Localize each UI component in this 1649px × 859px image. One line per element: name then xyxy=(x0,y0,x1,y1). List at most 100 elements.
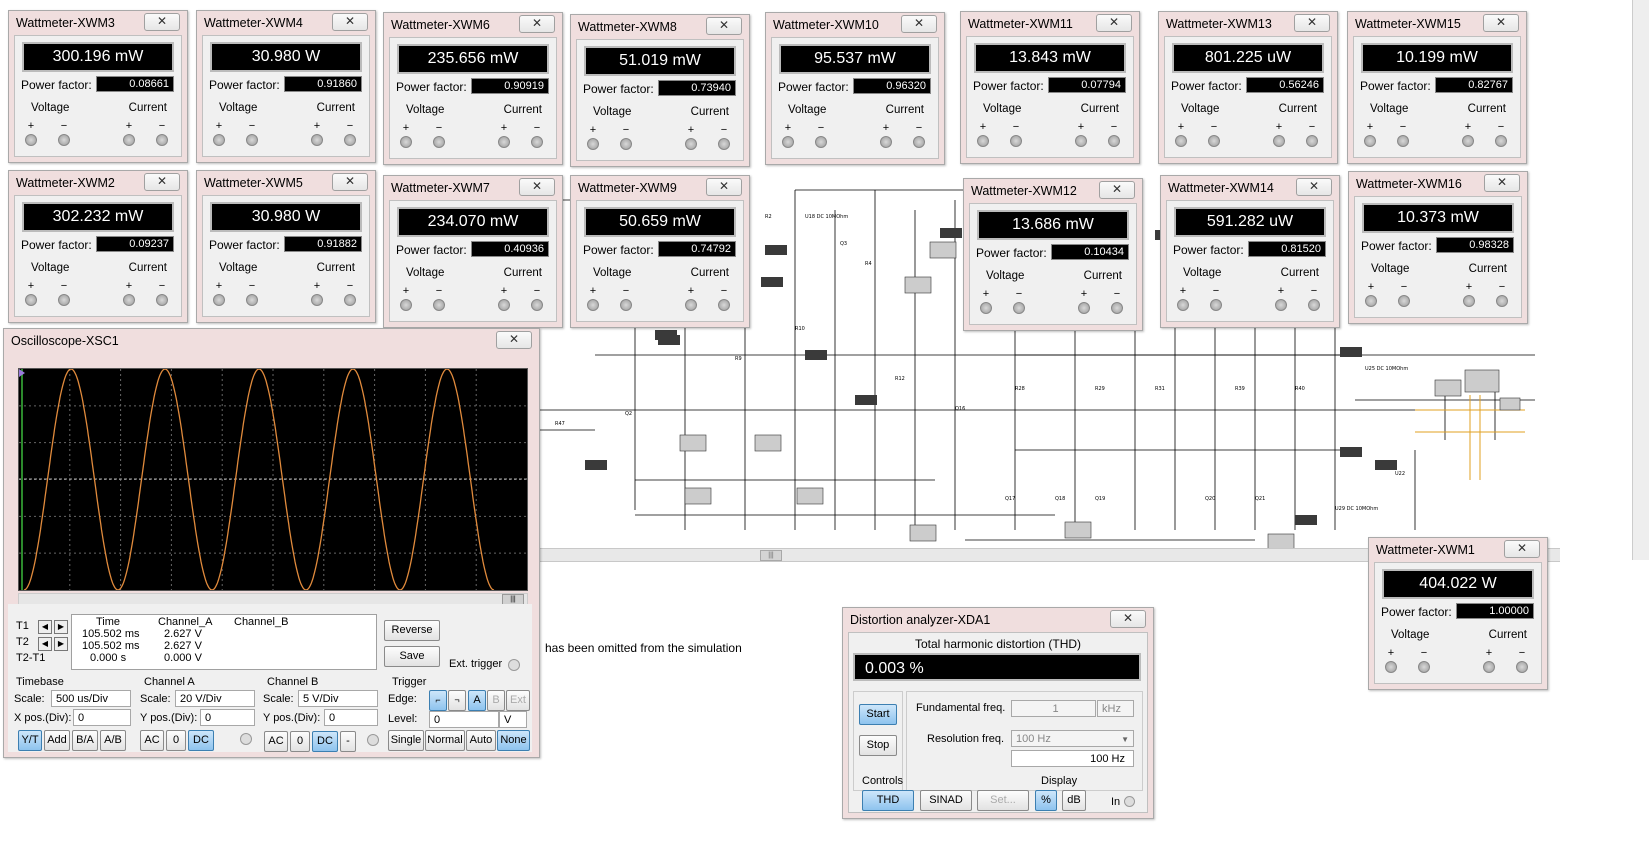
channel-a-zero-button[interactable]: 0 xyxy=(166,730,186,751)
voltage-plus-terminal-icon[interactable] xyxy=(25,134,37,146)
current-minus-terminal-icon[interactable] xyxy=(156,134,168,146)
current-minus-terminal-icon[interactable] xyxy=(1306,135,1318,147)
voltage-plus-terminal-icon[interactable] xyxy=(1177,299,1189,311)
close-button[interactable]: ✕ xyxy=(144,173,180,191)
current-minus-terminal-icon[interactable] xyxy=(531,299,543,311)
current-plus-terminal-icon[interactable] xyxy=(123,134,135,146)
voltage-minus-terminal-icon[interactable] xyxy=(1210,299,1222,311)
thd-button[interactable]: THD xyxy=(862,790,914,811)
voltage-plus-terminal-icon[interactable] xyxy=(782,136,794,148)
yt-button[interactable]: Y/T xyxy=(18,730,42,751)
current-minus-terminal-icon[interactable] xyxy=(1111,302,1123,314)
close-button[interactable]: ✕ xyxy=(332,173,368,191)
close-button[interactable]: ✕ xyxy=(332,13,368,31)
channel-a-dc-button[interactable]: DC xyxy=(188,730,214,751)
current-plus-terminal-icon[interactable] xyxy=(1462,135,1474,147)
voltage-minus-terminal-icon[interactable] xyxy=(815,136,827,148)
current-plus-terminal-icon[interactable] xyxy=(1275,299,1287,311)
close-button[interactable]: ✕ xyxy=(1294,14,1330,32)
channel-a-ypos-field[interactable]: 0 xyxy=(200,709,255,726)
voltage-plus-terminal-icon[interactable] xyxy=(400,136,412,148)
reverse-button[interactable]: Reverse xyxy=(384,620,440,641)
current-minus-terminal-icon[interactable] xyxy=(344,134,356,146)
current-plus-terminal-icon[interactable] xyxy=(880,136,892,148)
close-button[interactable]: ✕ xyxy=(1484,174,1520,192)
current-minus-terminal-icon[interactable] xyxy=(1496,295,1508,307)
current-minus-terminal-icon[interactable] xyxy=(913,136,925,148)
current-plus-terminal-icon[interactable] xyxy=(498,136,510,148)
close-button[interactable]: ✕ xyxy=(496,331,532,349)
current-minus-terminal-icon[interactable] xyxy=(718,299,730,311)
trigger-single-button[interactable]: Single xyxy=(388,730,424,751)
voltage-minus-terminal-icon[interactable] xyxy=(620,138,632,150)
current-plus-terminal-icon[interactable] xyxy=(1483,661,1495,673)
t2-right-arrow-icon[interactable]: ▶ xyxy=(54,637,68,651)
voltage-minus-terminal-icon[interactable] xyxy=(58,134,70,146)
voltage-minus-terminal-icon[interactable] xyxy=(1398,295,1410,307)
current-minus-terminal-icon[interactable] xyxy=(156,294,168,306)
channel-a-ac-button[interactable]: AC xyxy=(140,730,164,751)
close-button[interactable]: ✕ xyxy=(144,13,180,31)
current-minus-terminal-icon[interactable] xyxy=(1516,661,1528,673)
voltage-plus-terminal-icon[interactable] xyxy=(1364,135,1376,147)
channel-a-terminal-icon[interactable] xyxy=(240,733,252,745)
falling-edge-icon[interactable]: ¬ xyxy=(448,690,466,711)
trigger-level-field[interactable]: 0 xyxy=(429,711,499,728)
input-terminal-icon[interactable] xyxy=(1124,796,1135,807)
horizontal-scrollbar[interactable]: ||| xyxy=(540,548,1560,562)
resolution-freq-select[interactable]: 100 Hz ▼ xyxy=(1011,730,1134,747)
voltage-minus-terminal-icon[interactable] xyxy=(620,299,632,311)
close-button[interactable]: ✕ xyxy=(1504,540,1540,558)
voltage-plus-terminal-icon[interactable] xyxy=(25,294,37,306)
current-plus-terminal-icon[interactable] xyxy=(311,294,323,306)
close-button[interactable]: ✕ xyxy=(1096,14,1132,32)
current-minus-terminal-icon[interactable] xyxy=(344,294,356,306)
voltage-minus-terminal-icon[interactable] xyxy=(246,134,258,146)
voltage-plus-terminal-icon[interactable] xyxy=(587,138,599,150)
voltage-plus-terminal-icon[interactable] xyxy=(400,299,412,311)
current-plus-terminal-icon[interactable] xyxy=(123,294,135,306)
voltage-minus-terminal-icon[interactable] xyxy=(58,294,70,306)
channel-a-scale-field[interactable]: 20 V/Div xyxy=(175,690,255,707)
trigger-level-unit[interactable]: V xyxy=(499,711,527,728)
current-minus-terminal-icon[interactable] xyxy=(1308,299,1320,311)
close-button[interactable]: ✕ xyxy=(1110,610,1146,628)
sinad-button[interactable]: SINAD xyxy=(920,790,972,811)
trigger-normal-button[interactable]: Normal xyxy=(425,730,465,751)
voltage-minus-terminal-icon[interactable] xyxy=(1418,661,1430,673)
voltage-plus-terminal-icon[interactable] xyxy=(980,302,992,314)
voltage-plus-terminal-icon[interactable] xyxy=(1385,661,1397,673)
vertical-scrollbar[interactable] xyxy=(1632,0,1649,560)
voltage-minus-terminal-icon[interactable] xyxy=(433,136,445,148)
current-minus-terminal-icon[interactable] xyxy=(718,138,730,150)
channel-b-zero-button[interactable]: 0 xyxy=(290,731,310,752)
percent-button[interactable]: % xyxy=(1035,790,1057,811)
start-button[interactable]: Start xyxy=(859,704,897,725)
ba-button[interactable]: B/A xyxy=(72,730,98,751)
save-button[interactable]: Save xyxy=(384,646,440,667)
trigger-none-button[interactable]: None xyxy=(497,730,530,751)
current-plus-terminal-icon[interactable] xyxy=(685,299,697,311)
voltage-plus-terminal-icon[interactable] xyxy=(587,299,599,311)
close-button[interactable]: ✕ xyxy=(901,15,937,33)
current-minus-terminal-icon[interactable] xyxy=(1108,135,1120,147)
current-plus-terminal-icon[interactable] xyxy=(1075,135,1087,147)
add-button[interactable]: Add xyxy=(44,730,70,751)
current-minus-terminal-icon[interactable] xyxy=(531,136,543,148)
close-button[interactable]: ✕ xyxy=(706,17,742,35)
ext-trigger-terminal-icon[interactable] xyxy=(508,659,520,671)
voltage-minus-terminal-icon[interactable] xyxy=(246,294,258,306)
stop-button[interactable]: Stop xyxy=(859,735,897,756)
trigger-source-b-button[interactable]: B xyxy=(487,690,505,711)
ab-button[interactable]: A/B xyxy=(100,730,126,751)
voltage-plus-terminal-icon[interactable] xyxy=(1175,135,1187,147)
voltage-minus-terminal-icon[interactable] xyxy=(1010,135,1022,147)
current-plus-terminal-icon[interactable] xyxy=(498,299,510,311)
current-plus-terminal-icon[interactable] xyxy=(311,134,323,146)
fundamental-freq-unit[interactable]: kHz xyxy=(1097,700,1134,717)
channel-b-invert-button[interactable]: - xyxy=(340,731,356,752)
voltage-minus-terminal-icon[interactable] xyxy=(1208,135,1220,147)
close-button[interactable]: ✕ xyxy=(706,178,742,196)
xpos-field[interactable]: 0 xyxy=(73,709,131,726)
t1-right-arrow-icon[interactable]: ▶ xyxy=(54,620,68,634)
